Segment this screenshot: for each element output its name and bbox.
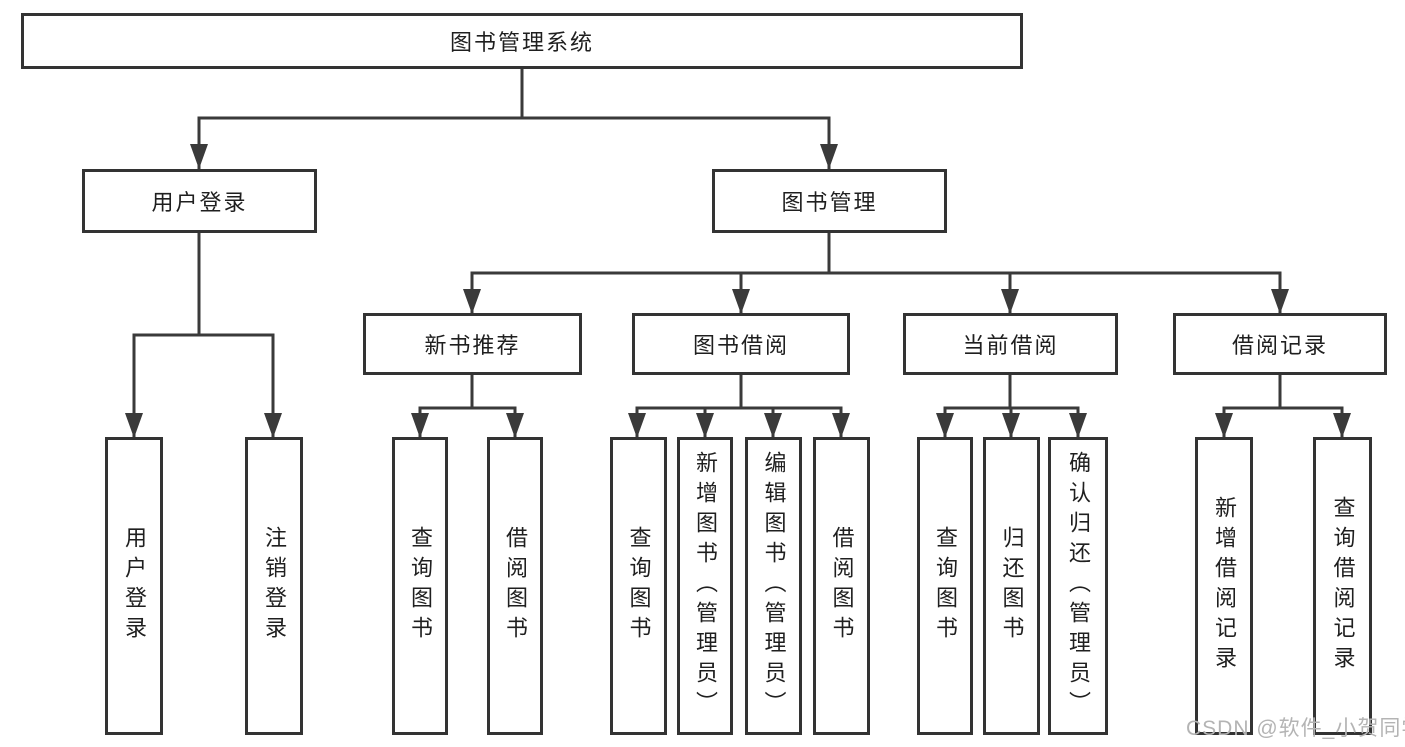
leaf-borrow-books: 借阅图书 bbox=[813, 437, 870, 735]
node-book-borrow: 图书借阅 bbox=[632, 313, 850, 375]
node-label: 图书借阅 bbox=[692, 333, 789, 358]
node-label: 图书管理系统 bbox=[449, 30, 594, 55]
leaf-add-book-admin: 新增图书（管理员） bbox=[677, 437, 733, 735]
leaf-query-books-current: 查询图书 bbox=[917, 437, 973, 735]
leaf-logout: 注销登录 bbox=[245, 437, 303, 735]
leaf-add-borrow-record: 新增借阅记录 bbox=[1195, 437, 1253, 735]
node-label: 查询借阅记录 bbox=[1330, 496, 1356, 676]
node-root-library-system: 图书管理系统 bbox=[21, 13, 1023, 69]
node-borrow-records: 借阅记录 bbox=[1173, 313, 1387, 375]
leaf-confirm-return-admin: 确认归还（管理员） bbox=[1048, 437, 1108, 735]
node-label: 新书推荐 bbox=[424, 333, 521, 358]
node-label: 查询图书 bbox=[408, 526, 433, 646]
node-label: 用户登录 bbox=[151, 190, 248, 215]
csdn-watermark: CSDN @软件_小贺同学 bbox=[1186, 717, 1405, 740]
leaf-return-books: 归还图书 bbox=[983, 437, 1040, 735]
node-label: 归还图书 bbox=[999, 526, 1025, 646]
leaf-query-books-recommend: 查询图书 bbox=[392, 437, 448, 735]
leaf-query-books-borrow: 查询图书 bbox=[610, 437, 667, 735]
node-label: 新增图书（管理员） bbox=[693, 451, 718, 721]
node-label: 借阅记录 bbox=[1231, 333, 1328, 358]
node-new-book-recommend: 新书推荐 bbox=[363, 313, 582, 375]
node-label: 图书管理 bbox=[781, 190, 878, 215]
leaf-query-borrow-record: 查询借阅记录 bbox=[1313, 437, 1372, 735]
node-label: 借阅图书 bbox=[829, 526, 855, 646]
leaf-user-login: 用户登录 bbox=[105, 437, 163, 735]
leaf-borrow-books-recommend: 借阅图书 bbox=[487, 437, 543, 735]
node-label: 查询图书 bbox=[626, 526, 652, 646]
leaf-edit-book-admin: 编辑图书（管理员） bbox=[745, 437, 802, 735]
node-label: 借阅图书 bbox=[503, 526, 528, 646]
node-label: 当前借阅 bbox=[962, 333, 1059, 358]
node-label: 新增借阅记录 bbox=[1212, 496, 1237, 676]
node-label: 用户登录 bbox=[122, 526, 147, 646]
node-book-management: 图书管理 bbox=[712, 169, 947, 233]
node-label: 注销登录 bbox=[262, 526, 287, 646]
node-label: 查询图书 bbox=[933, 526, 958, 646]
node-user-login: 用户登录 bbox=[82, 169, 317, 233]
node-label: 确认归还（管理员） bbox=[1066, 451, 1091, 721]
node-current-borrow: 当前借阅 bbox=[903, 313, 1118, 375]
node-label: 编辑图书（管理员） bbox=[761, 451, 787, 721]
